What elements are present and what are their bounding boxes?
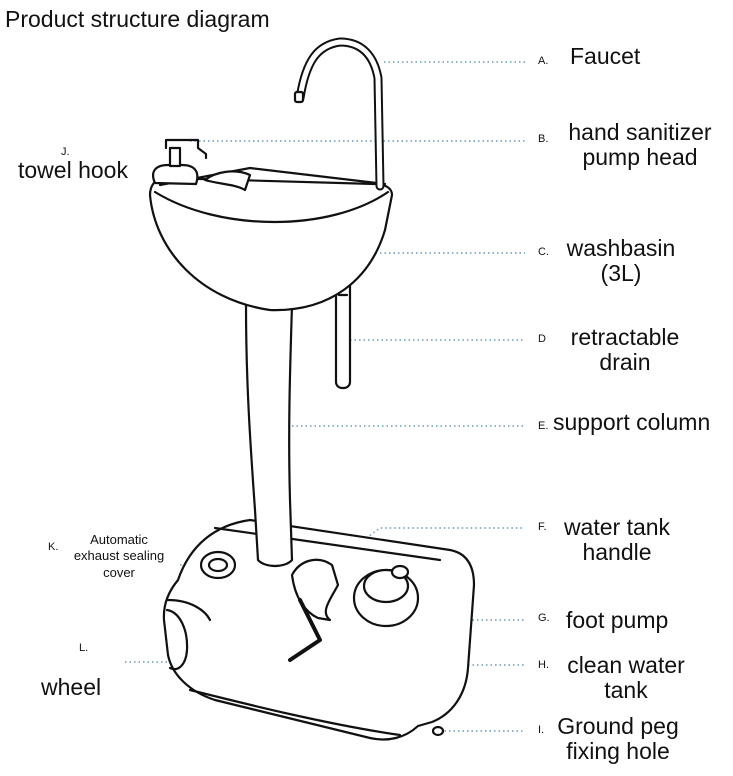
- callout-tank-handle: water tank handle: [552, 514, 682, 566]
- callout-wheel: wheel: [41, 674, 102, 700]
- callout-faucet: Faucet: [570, 43, 641, 69]
- tank-top-ridge: [213, 526, 442, 562]
- callout-letter-faucet: A.: [538, 55, 549, 67]
- callout-letter-exhaust-cover: K.: [48, 541, 59, 553]
- callout-letter-water-tank: H.: [538, 659, 549, 671]
- callout-exhaust-cover-line-1: Automatic: [90, 532, 148, 547]
- washbasin-rim: [153, 190, 390, 223]
- callout-foot-pump: foot pump: [566, 607, 669, 633]
- callout-washbasin: washbasin (3L): [556, 235, 686, 287]
- tank-handle-groove: [288, 598, 322, 662]
- callout-tank-handle-line-1: water tank: [563, 514, 671, 540]
- callout-peg-hole-line-1: Ground peg: [557, 713, 679, 739]
- foot-pump-knob: [390, 564, 410, 580]
- callout-letter-pump-head: B.: [538, 133, 549, 145]
- callout-peg-hole-line-2: fixing hole: [566, 738, 670, 765]
- tank-side-panel: [166, 598, 212, 622]
- towel-hook: [203, 170, 252, 192]
- callout-water-tank: clean water tank: [556, 652, 696, 704]
- soap-pump-neck: [168, 146, 182, 168]
- callout-letter-foot-pump: G.: [538, 612, 550, 624]
- callout-exhaust-cover: Automatic exhaust sealing cover: [64, 532, 174, 581]
- callout-water-tank-line-1: clean water: [567, 652, 685, 678]
- callout-pump-head: hand sanitizer pump head: [555, 119, 725, 171]
- callout-exhaust-cover-line-2: exhaust sealing: [73, 548, 165, 564]
- callout-letter-washbasin: C.: [538, 246, 549, 258]
- support-column: [244, 303, 294, 568]
- callout-letter-drain: D: [538, 333, 546, 345]
- callout-drain: retractable drain: [555, 324, 695, 376]
- page-title: Product structure diagram: [5, 6, 270, 32]
- washbasin-bowl: [148, 176, 394, 312]
- callout-pump-head-line-1: hand sanitizer: [568, 119, 712, 145]
- tank-bottom-edge: [188, 688, 402, 737]
- callout-washbasin-line-2: (3L): [600, 260, 642, 287]
- leader-line-tank-handle: [329, 527, 525, 566]
- callout-drain-line-2: drain: [599, 349, 651, 376]
- soap-bottle: [152, 163, 199, 186]
- callout-towel-hook: towel hook: [18, 157, 128, 183]
- callout-pump-head-line-2: pump head: [582, 144, 698, 171]
- callout-column: support column: [553, 409, 711, 435]
- soap-pump-head: [164, 138, 208, 160]
- callout-drain-line-1: retractable: [570, 324, 680, 350]
- callout-tank-handle-line-2: handle: [582, 539, 652, 566]
- callout-letter-column: E.: [538, 420, 549, 432]
- callout-letter-peg-hole: I.: [538, 724, 545, 736]
- callout-water-tank-line-2: tank: [604, 677, 648, 704]
- callout-washbasin-line-1: washbasin: [566, 235, 676, 261]
- faucet-tip: [293, 90, 305, 104]
- wheel-shape: [165, 608, 189, 671]
- callout-letter-wheel: L.: [79, 642, 89, 654]
- ground-peg-hole: [431, 725, 445, 737]
- callout-letter-towel-hook: J.: [61, 146, 70, 158]
- callout-peg-hole: Ground peg fixing hole: [549, 713, 687, 765]
- exhaust-cover-inner: [207, 557, 229, 573]
- callout-exhaust-cover-line-3: cover: [103, 564, 135, 580]
- callout-letter-tank-handle: F.: [538, 521, 547, 533]
